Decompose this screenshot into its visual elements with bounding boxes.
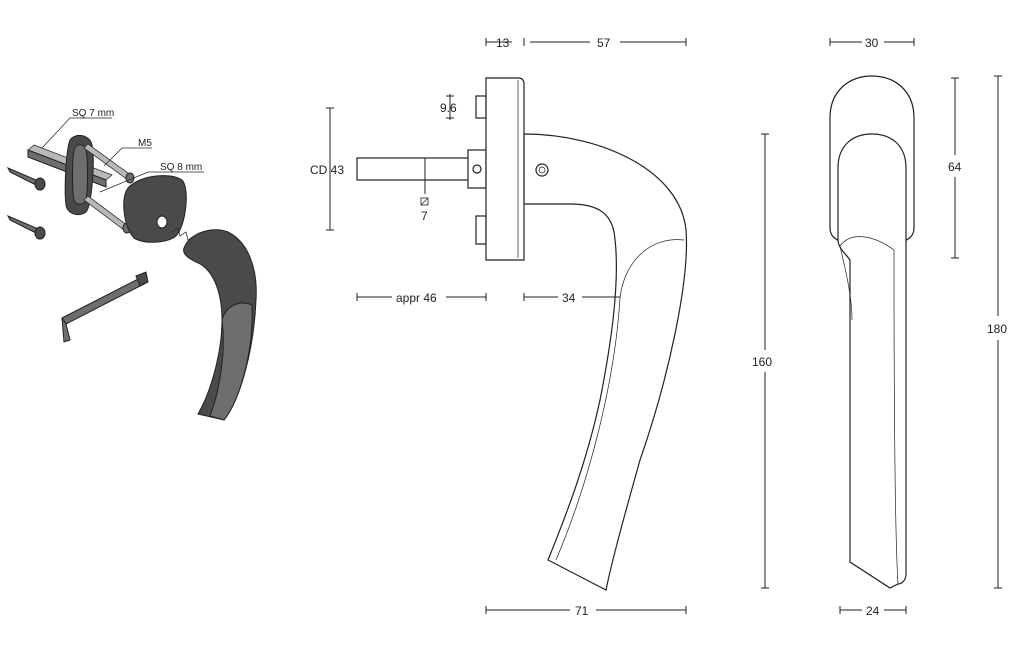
label-m5: M5 [138, 138, 152, 149]
dim-cd43: CD 43 [310, 163, 344, 177]
dim-24: 24 [866, 604, 880, 618]
dim-appr46: appr 46 [396, 291, 437, 305]
handle-front [837, 133, 907, 589]
screw-bottom [6, 215, 46, 240]
hex-key [61, 271, 149, 343]
bolt-m5-bottom [83, 195, 132, 234]
handle-edge-line [555, 297, 621, 561]
dim-71: 71 [575, 604, 589, 618]
dim-30: 30 [865, 36, 879, 50]
tab-top [475, 95, 487, 119]
front-grip-edge [839, 245, 853, 321]
dim-34: 34 [562, 291, 576, 305]
handle-grip-line [619, 239, 685, 299]
exploded-view: SQ 7 mm M5 SQ 8 mm [6, 108, 257, 421]
leader-m5 [103, 147, 152, 167]
handle-cover [123, 175, 187, 243]
dim-13: 13 [496, 36, 510, 50]
front-grip-top [839, 236, 895, 251]
spindle [356, 157, 470, 181]
grub-screw [535, 163, 549, 177]
rose-plate [64, 134, 94, 216]
dim-160: 160 [752, 355, 772, 369]
handle-3d [183, 229, 257, 421]
label-sq7: SQ 7 mm [72, 108, 114, 119]
dim-9-6: 9.6 [440, 101, 457, 115]
leader-sq8 [99, 171, 204, 193]
dim-64: 64 [948, 160, 962, 174]
collar-hole [472, 164, 482, 174]
handle-side [523, 133, 688, 591]
dim-57: 57 [597, 36, 611, 50]
front-view: 30 64 180 24 [829, 36, 1007, 618]
leader-sq7 [41, 117, 112, 149]
label-sq8: SQ 8 mm [160, 162, 202, 173]
screw-top [6, 167, 46, 191]
front-grip-side [893, 249, 899, 585]
dim-180: 180 [987, 322, 1007, 336]
tab-bottom [475, 215, 487, 245]
side-view: 13 57 9.6 CD 43 7 appr 46 34 71 [310, 36, 772, 618]
square-symbol [420, 197, 429, 206]
dim-7: 7 [421, 209, 428, 223]
